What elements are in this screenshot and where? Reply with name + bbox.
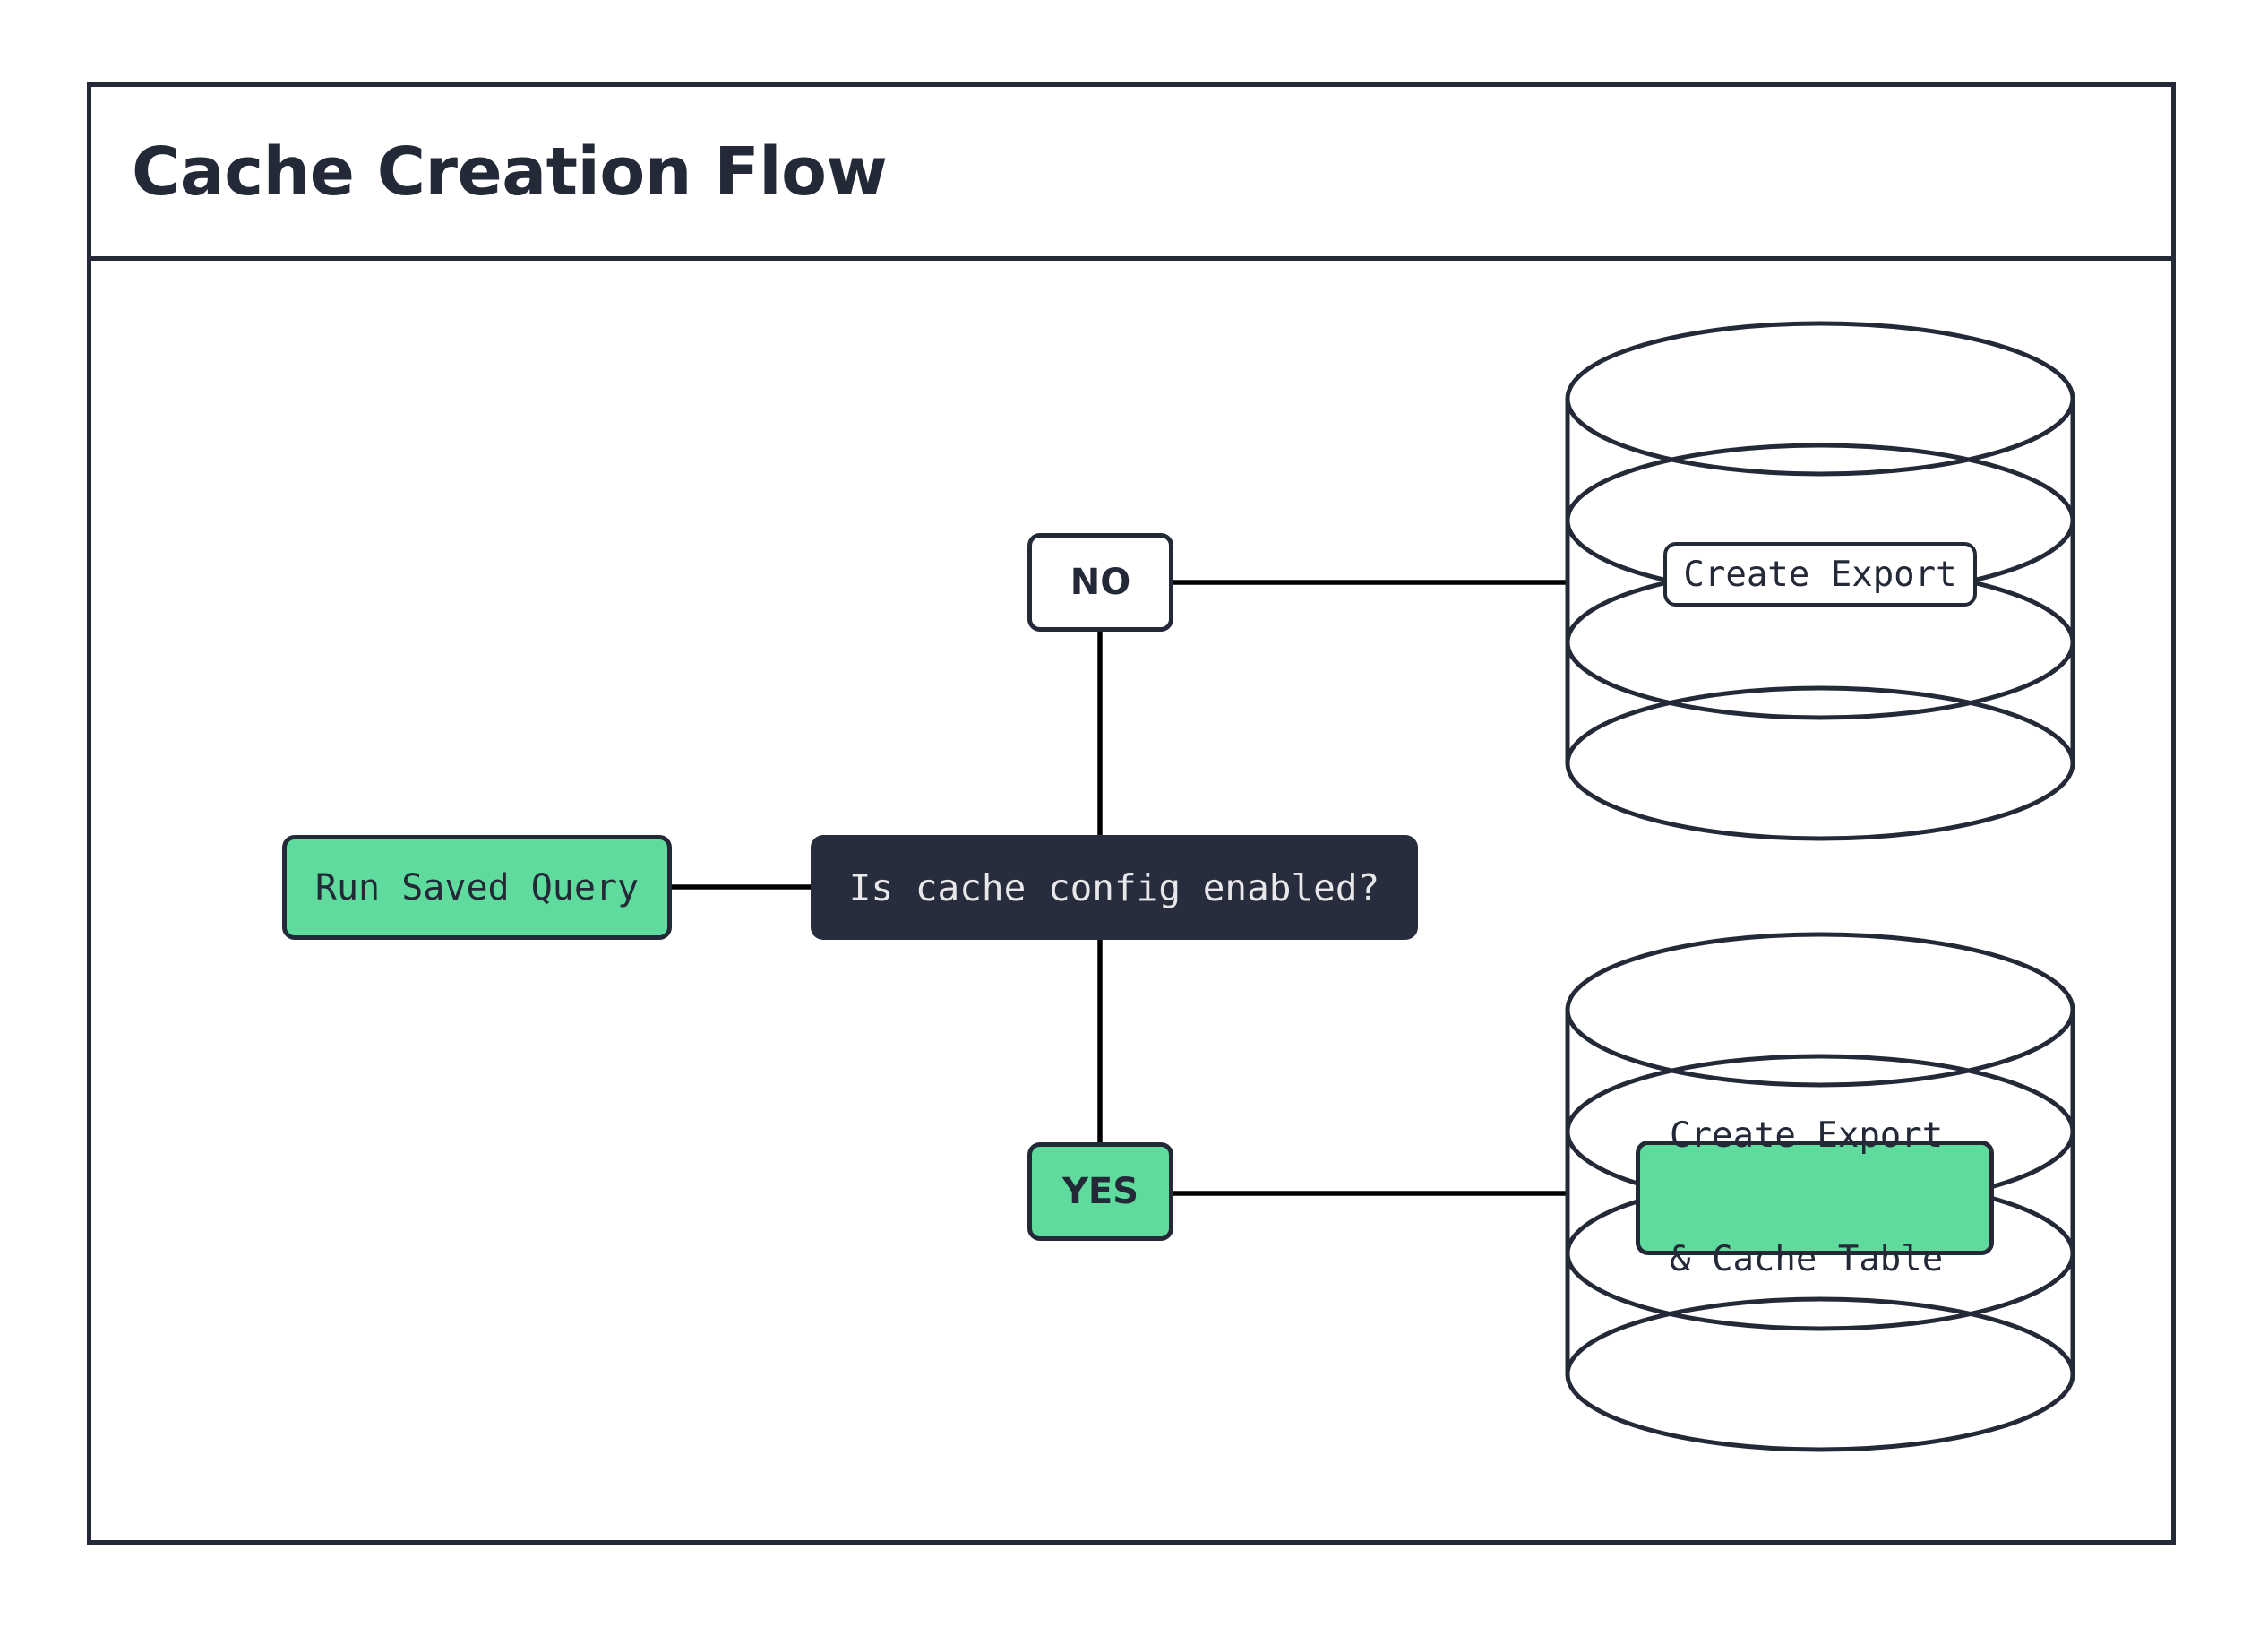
- node-decision-label: Is cache config enabled?: [848, 865, 1380, 909]
- node-run-saved-query-label: Run Saved Query: [314, 866, 640, 908]
- node-branch-no-label: NO: [1070, 562, 1131, 603]
- node-create-export-cache-line2: & Cache Table: [1670, 1239, 1944, 1280]
- page-title: Cache Creation Flow: [132, 133, 888, 211]
- node-run-saved-query[interactable]: Run Saved Query: [282, 835, 672, 940]
- diagram-header: Cache Creation Flow: [91, 87, 2171, 261]
- node-decision-cache-config[interactable]: Is cache config enabled?: [811, 835, 1418, 940]
- node-branch-yes[interactable]: YES: [1027, 1142, 1173, 1241]
- node-create-export[interactable]: Create Export: [1663, 542, 1977, 607]
- node-branch-no[interactable]: NO: [1027, 533, 1173, 632]
- node-create-export-cache-line1: Create Export: [1670, 1115, 1944, 1156]
- diagram-frame: Cache Creation Flow: [87, 82, 2176, 1545]
- node-create-export-cache-table[interactable]: Create Export & Cache Table: [1636, 1115, 1994, 1279]
- node-create-export-label: Create Export: [1683, 554, 1957, 595]
- node-create-export-cache-label: Create Export & Cache Table: [1670, 1033, 1943, 1363]
- node-branch-yes-label: YES: [1061, 1171, 1139, 1212]
